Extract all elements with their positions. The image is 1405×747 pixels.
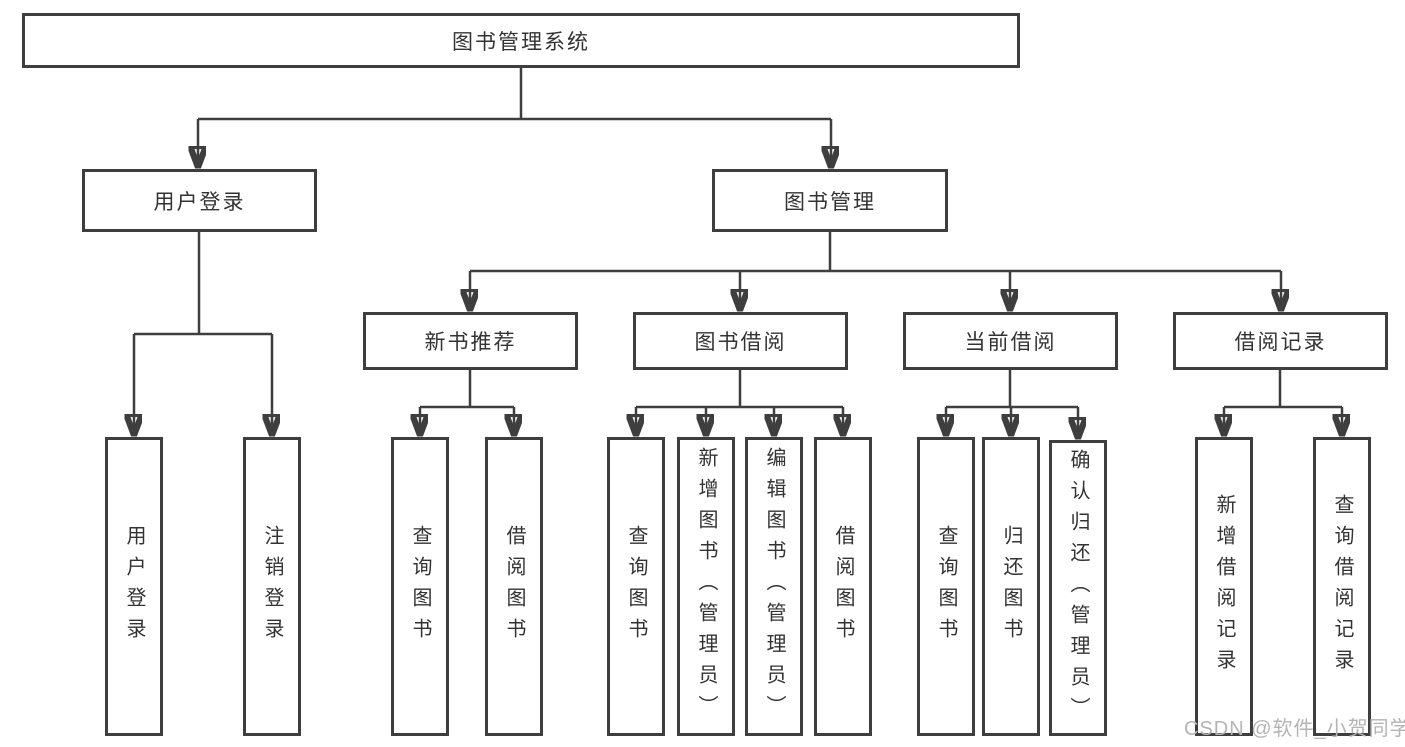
- node-root-label: 图书管理系统: [452, 30, 590, 54]
- node-borrowing-records: 借阅记录: [1173, 312, 1388, 370]
- node-book-management: 图书管理: [712, 169, 948, 232]
- connector-root-branch: [198, 68, 831, 121]
- node-leaf-edit-books: 编辑图书（管理员）: [745, 437, 803, 736]
- node-leaf-query-borrow-record-label: 查询借阅记录: [1331, 493, 1353, 680]
- node-user-login: 用户登录: [82, 169, 317, 232]
- node-leaf-query-books-2: 查询图书: [607, 437, 665, 736]
- node-leaf-edit-books-label: 编辑图书（管理员）: [763, 447, 785, 726]
- node-root: 图书管理系统: [22, 13, 1020, 68]
- node-leaf-logout: 注销登录: [243, 437, 301, 736]
- connector-user-login-branch: [134, 232, 272, 336]
- node-current-borrowing: 当前借阅: [903, 312, 1118, 370]
- node-leaf-add-books: 新增图书（管理员）: [677, 437, 735, 736]
- node-book-management-label: 图书管理: [784, 190, 876, 214]
- node-leaf-add-borrow-record: 新增借阅记录: [1195, 437, 1253, 736]
- connector-book-management-branch: [470, 232, 1281, 273]
- node-leaf-add-books-label: 新增图书（管理员）: [695, 447, 717, 726]
- node-leaf-return-books: 归还图书: [982, 437, 1040, 736]
- node-leaf-query-books-1: 查询图书: [391, 437, 449, 736]
- node-user-login-label: 用户登录: [153, 190, 246, 214]
- node-book-borrowing-label: 图书借阅: [694, 331, 787, 354]
- node-leaf-query-books-1-label: 查询图书: [409, 524, 431, 649]
- node-leaf-query-books-2-label: 查询图书: [625, 524, 647, 649]
- node-leaf-confirm-return: 确认归还（管理员）: [1049, 440, 1107, 736]
- node-leaf-logout-label: 注销登录: [261, 524, 283, 649]
- node-new-book-recommend: 新书推荐: [363, 312, 578, 370]
- node-book-borrowing: 图书借阅: [633, 312, 848, 370]
- node-leaf-borrow-books-2: 借阅图书: [814, 437, 872, 736]
- connector-book-borrowing-branch: [636, 370, 843, 409]
- connector-borrowing-records-branch: [1224, 370, 1342, 409]
- node-leaf-add-borrow-record-label: 新增借阅记录: [1213, 493, 1235, 680]
- connector-new-book-branch: [420, 370, 514, 409]
- node-borrowing-records-label: 借阅记录: [1234, 331, 1327, 354]
- node-leaf-query-books-3-label: 查询图书: [935, 524, 957, 649]
- node-current-borrowing-label: 当前借阅: [964, 331, 1057, 354]
- node-leaf-borrow-books-1: 借阅图书: [485, 437, 543, 736]
- node-leaf-confirm-return-label: 确认归还（管理员）: [1067, 448, 1089, 728]
- csdn-watermark: CSDN @软件_小贺同学: [1184, 718, 1405, 740]
- node-leaf-borrow-books-1-label: 借阅图书: [503, 524, 525, 649]
- node-leaf-query-borrow-record: 查询借阅记录: [1313, 437, 1371, 736]
- node-leaf-borrow-books-2-label: 借阅图书: [832, 524, 854, 649]
- node-leaf-query-books-3: 查询图书: [917, 437, 975, 736]
- node-leaf-user-login-label: 用户登录: [123, 524, 145, 649]
- node-leaf-user-login: 用户登录: [105, 437, 163, 736]
- node-leaf-return-books-label: 归还图书: [1000, 524, 1022, 649]
- node-new-book-recommend-label: 新书推荐: [424, 331, 517, 354]
- connector-current-borrowing-branch: [946, 370, 1078, 409]
